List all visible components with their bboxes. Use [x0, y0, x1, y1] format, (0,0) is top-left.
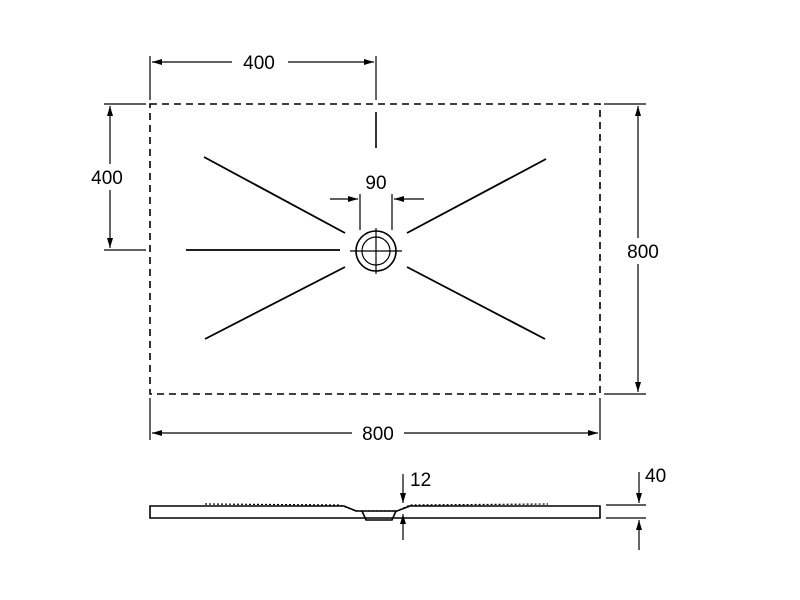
dimension-label-drain: 90: [365, 173, 386, 194]
dimension-drain-90: 90: [330, 173, 424, 230]
drain-icon: [350, 228, 402, 274]
dimension-left-400: 400: [84, 103, 146, 251]
groove-upper-right: [406, 158, 547, 234]
dimension-label-top: 400: [243, 53, 275, 74]
dimension-bottom-800: 800: [149, 398, 601, 445]
dimension-slope-12: 12: [400, 470, 431, 540]
dimension-label-slope: 12: [410, 470, 431, 491]
drainage-grooves: [186, 156, 547, 340]
groove-lower-left: [204, 266, 346, 340]
dimension-label-left: 400: [91, 168, 123, 189]
drain-outlet: [361, 510, 397, 521]
dimension-label-bottom: 800: [362, 424, 394, 445]
dimension-label-right: 800: [627, 242, 659, 263]
groove-lower-right: [406, 266, 546, 340]
dimension-top-400: 400: [149, 53, 377, 100]
dimension-thickness-40: 40: [606, 466, 666, 550]
dimension-right-800: 800: [604, 103, 666, 395]
plan-view: [149, 103, 601, 395]
tray-outline-dashed: [149, 103, 601, 395]
dimension-label-thickness: 40: [645, 466, 666, 487]
tray-top-surface: [204, 503, 549, 512]
groove-upper-left: [203, 156, 346, 234]
tray-section-profile: [149, 505, 601, 519]
section-view: [149, 503, 601, 521]
